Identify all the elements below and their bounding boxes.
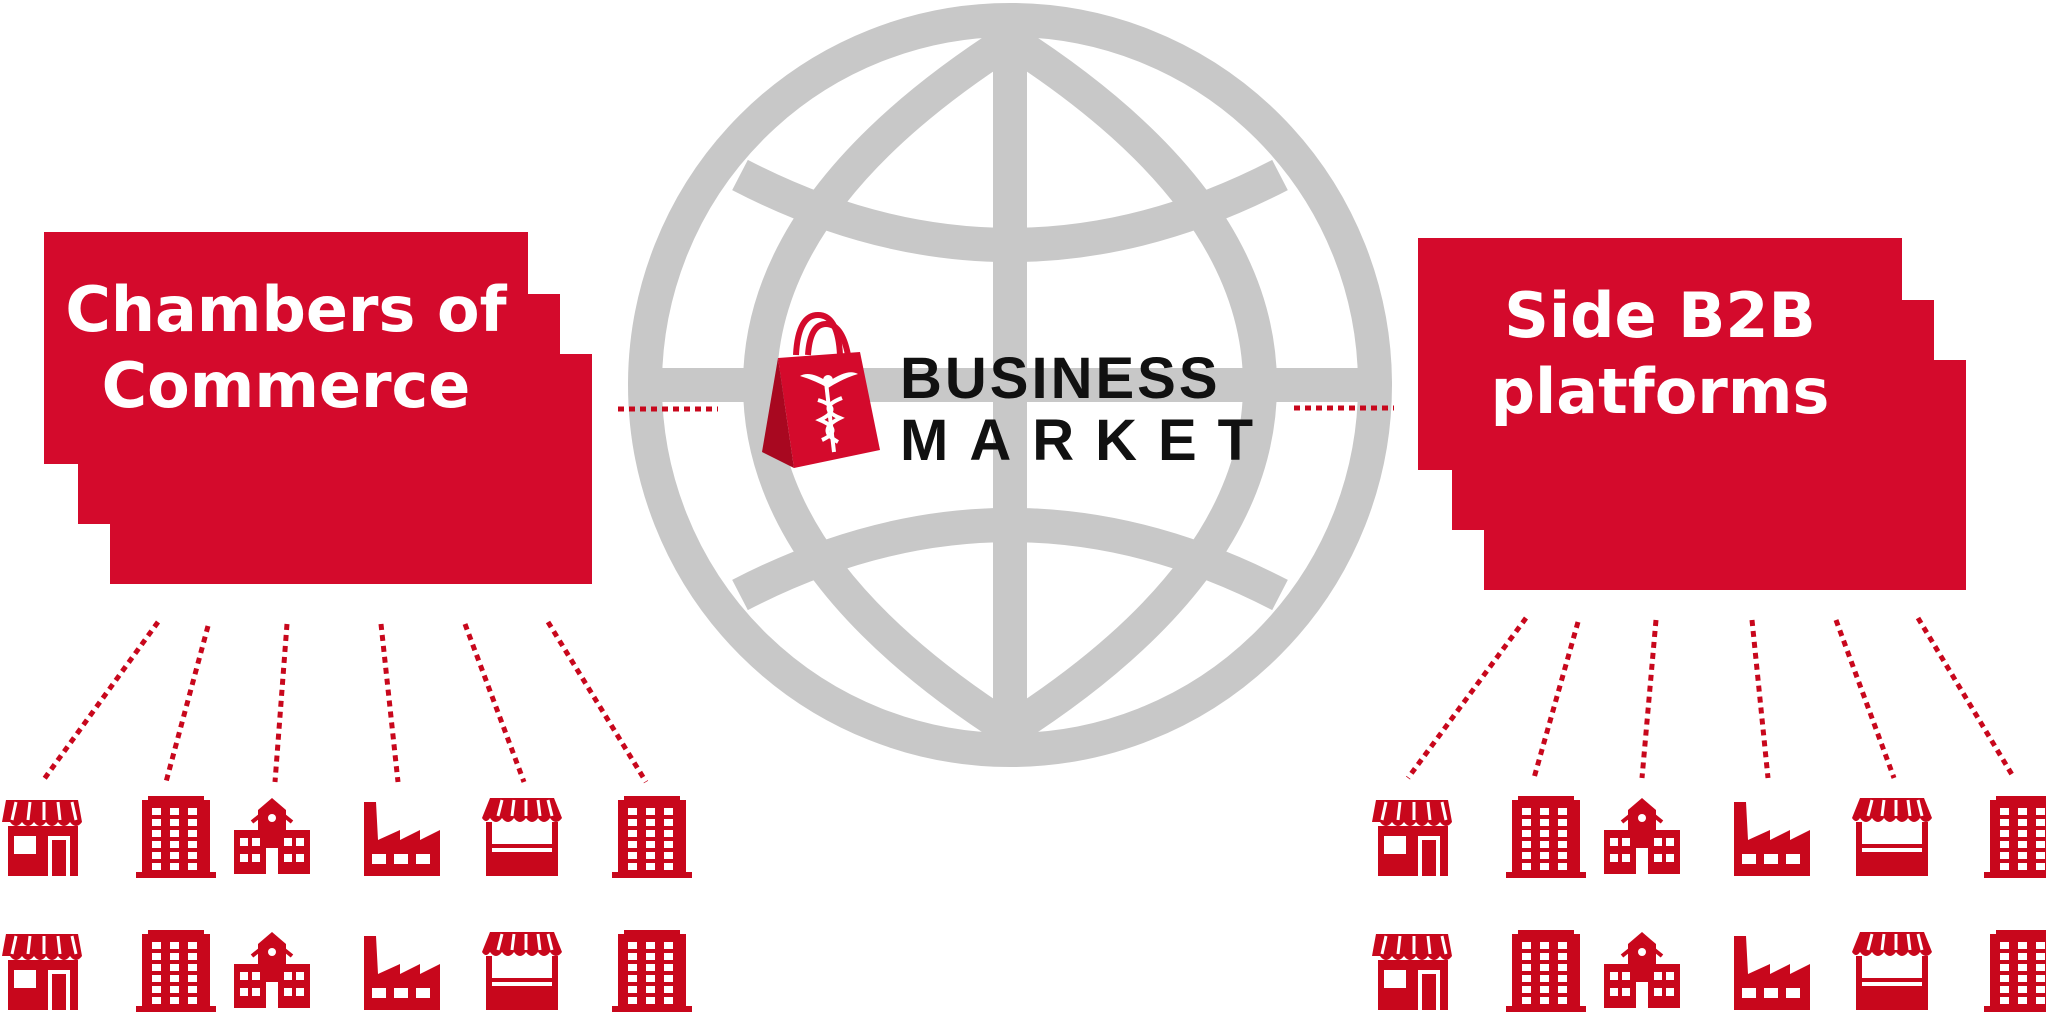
office-building-icon	[612, 930, 692, 1012]
connector-left-1	[39, 620, 161, 784]
office-building-icon	[612, 796, 692, 878]
market-stall-icon	[482, 798, 562, 876]
side-b2b-platforms-card: Side B2B platforms	[1418, 238, 1902, 470]
chambers-of-commerce-card: Chambers of Commerce	[44, 232, 528, 464]
logo-business-text: BUSINESS	[900, 346, 1221, 411]
office-building-icon	[1984, 796, 2046, 878]
connector-right-4	[1749, 619, 1771, 779]
office-building-icon	[1506, 930, 1586, 1012]
office-building-icon	[136, 796, 216, 878]
factory-icon	[364, 802, 440, 876]
school-icon	[234, 932, 310, 1008]
connector-left-5	[462, 623, 527, 783]
factory-icon	[1734, 802, 1810, 876]
connector-left-4	[378, 623, 401, 783]
shop-icon	[1372, 934, 1452, 1010]
school-icon	[1604, 932, 1680, 1008]
market-stall-icon	[1852, 932, 1932, 1010]
shop-icon	[1372, 800, 1452, 876]
logo-market-text: MARKET	[900, 408, 1275, 473]
office-building-icon	[136, 930, 216, 1012]
office-building-icon	[1984, 930, 2046, 1012]
connector-right-5	[1833, 619, 1897, 779]
connector-right-2	[1531, 621, 1581, 779]
side-b2b-platforms-label: Side B2B platforms	[1490, 279, 1830, 428]
connector-left-2	[163, 625, 211, 783]
connector-right-1	[1405, 616, 1529, 780]
factory-icon	[364, 936, 440, 1010]
connector-left-6	[545, 620, 649, 784]
connector-left-3	[272, 623, 290, 783]
chambers-of-commerce-label: Chambers of Commerce	[65, 273, 507, 422]
market-stall-icon	[1852, 798, 1932, 876]
connector-right-3	[1639, 619, 1659, 779]
school-icon	[234, 798, 310, 874]
school-icon	[1604, 798, 1680, 874]
shop-icon	[2, 800, 82, 876]
shop-icon	[2, 934, 82, 1010]
factory-icon	[1734, 936, 1810, 1010]
connector-right-6	[1915, 616, 2017, 780]
market-stall-icon	[482, 932, 562, 1010]
shopping-bag-caduceus-icon	[762, 311, 880, 468]
office-building-icon	[1506, 796, 1586, 878]
